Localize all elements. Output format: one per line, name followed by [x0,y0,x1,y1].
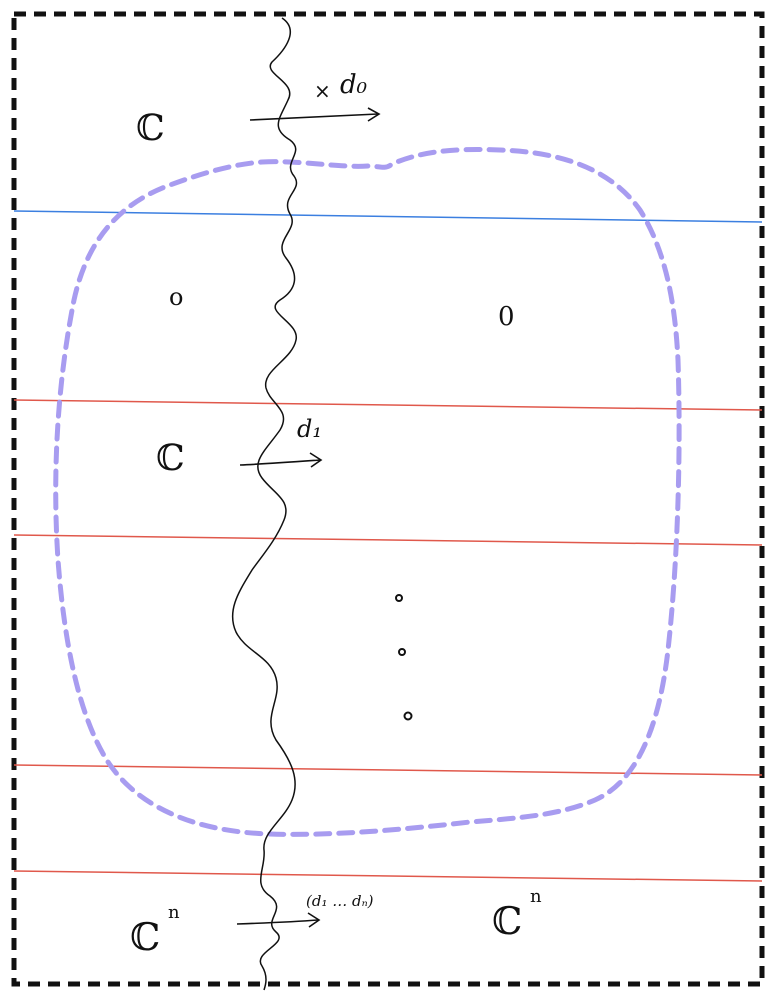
dashed-region-boundary [53,147,682,837]
label-c-mid: ℂ [156,438,185,479]
wavy-vertical-curve [231,17,298,991]
label-cn-right-exp: n [530,886,542,907]
vertical-dots-icon [395,594,413,721]
arrow-d0 [249,107,381,122]
outer-frame [11,11,765,987]
label-cn-left-exp: n [168,902,180,923]
label-d0: d₀ [340,70,368,100]
arrow-d1 [239,452,323,468]
label-cn-left-base: ℂ [130,915,160,959]
label-d0-cross: × [314,79,331,103]
red-horizontal-line-4 [13,870,763,882]
red-horizontal-line-1 [13,399,763,411]
label-cn-right-base: ℂ [492,899,522,943]
label-c-top: ℂ [136,108,165,149]
label-o-right: 0 [498,302,515,332]
arrow-tuple [236,912,321,928]
red-horizontal-line-3 [13,764,763,776]
label-tuple: (d₁ … dₙ) [306,892,374,910]
blue-horizontal-line [13,210,763,223]
label-o-left: o [169,283,183,311]
label-d1: d₁ [297,415,322,443]
red-horizontal-line-2 [13,534,763,546]
